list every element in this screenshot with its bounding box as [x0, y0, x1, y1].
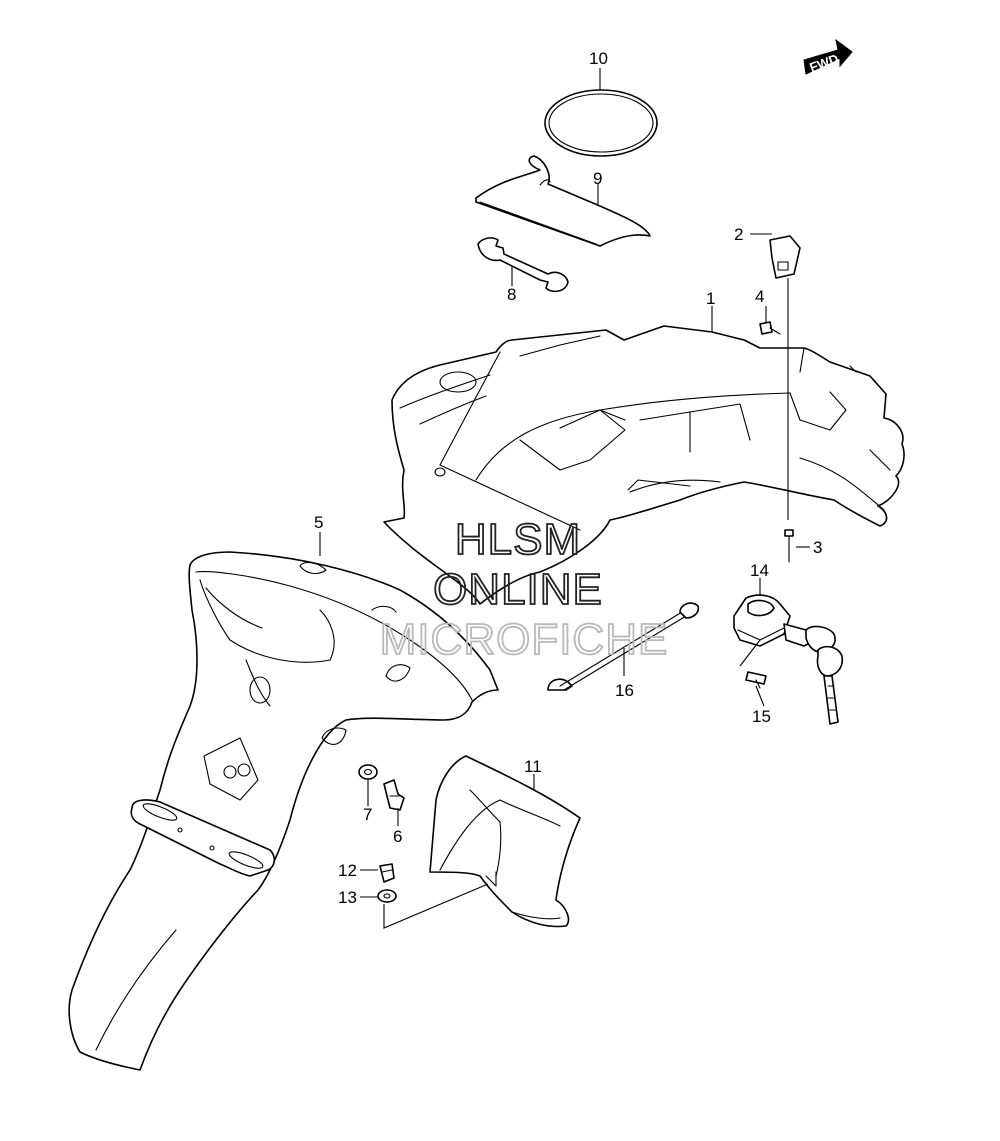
part-13-nut — [377, 889, 397, 903]
part-9-tool-bag — [475, 155, 651, 247]
part-4-bolt — [759, 321, 781, 335]
part-7-washer — [358, 764, 378, 780]
watermark-line-2: ONLINE — [433, 565, 603, 614]
part-3-rivet — [784, 529, 794, 563]
callout-6: 6 — [393, 827, 402, 846]
part-11-mud-guard — [429, 755, 581, 928]
callout-8: 8 — [507, 285, 516, 304]
callout-14: 14 — [750, 561, 769, 580]
part-14-keys — [805, 625, 844, 725]
part-8-wrench — [477, 237, 569, 293]
part-14-seat-lock — [733, 594, 813, 647]
callout-7: 7 — [363, 805, 372, 824]
callout-3: 3 — [813, 538, 822, 557]
part-5-rear-fender-lower — [68, 551, 499, 1071]
callout-9: 9 — [593, 169, 602, 188]
callout-5: 5 — [314, 513, 323, 532]
callout-16: 16 — [615, 681, 634, 700]
fwd-arrow-icon: FWD — [803, 38, 853, 75]
callout-12: 12 — [338, 861, 357, 880]
part-1-rear-fender — [383, 325, 905, 605]
part-6-bolt — [383, 779, 405, 811]
part-10-o-ring — [544, 89, 658, 157]
callout-10: 10 — [589, 49, 608, 68]
callout-13: 13 — [338, 888, 357, 907]
callout-labels: 10 9 8 2 4 1 3 5 14 15 16 11 7 6 12 13 — [314, 49, 822, 907]
watermark-line-3: MICROFICHE — [380, 615, 669, 664]
callout-4: 4 — [755, 287, 764, 306]
part-2-clamp — [769, 235, 801, 279]
part-15-screw — [745, 671, 767, 689]
part-12-bolt — [379, 863, 395, 883]
callout-11: 11 — [524, 757, 542, 776]
part-16-helmet-wire — [547, 602, 700, 691]
watermark: HLSM ONLINE MICROFICHE — [379, 514, 669, 665]
callout-1: 1 — [706, 289, 715, 308]
callout-2: 2 — [734, 225, 743, 244]
fwd-label: FWD — [807, 51, 840, 75]
callout-15: 15 — [752, 707, 771, 726]
leader-lines — [319, 68, 810, 929]
watermark-line-1: HLSM — [455, 515, 581, 564]
